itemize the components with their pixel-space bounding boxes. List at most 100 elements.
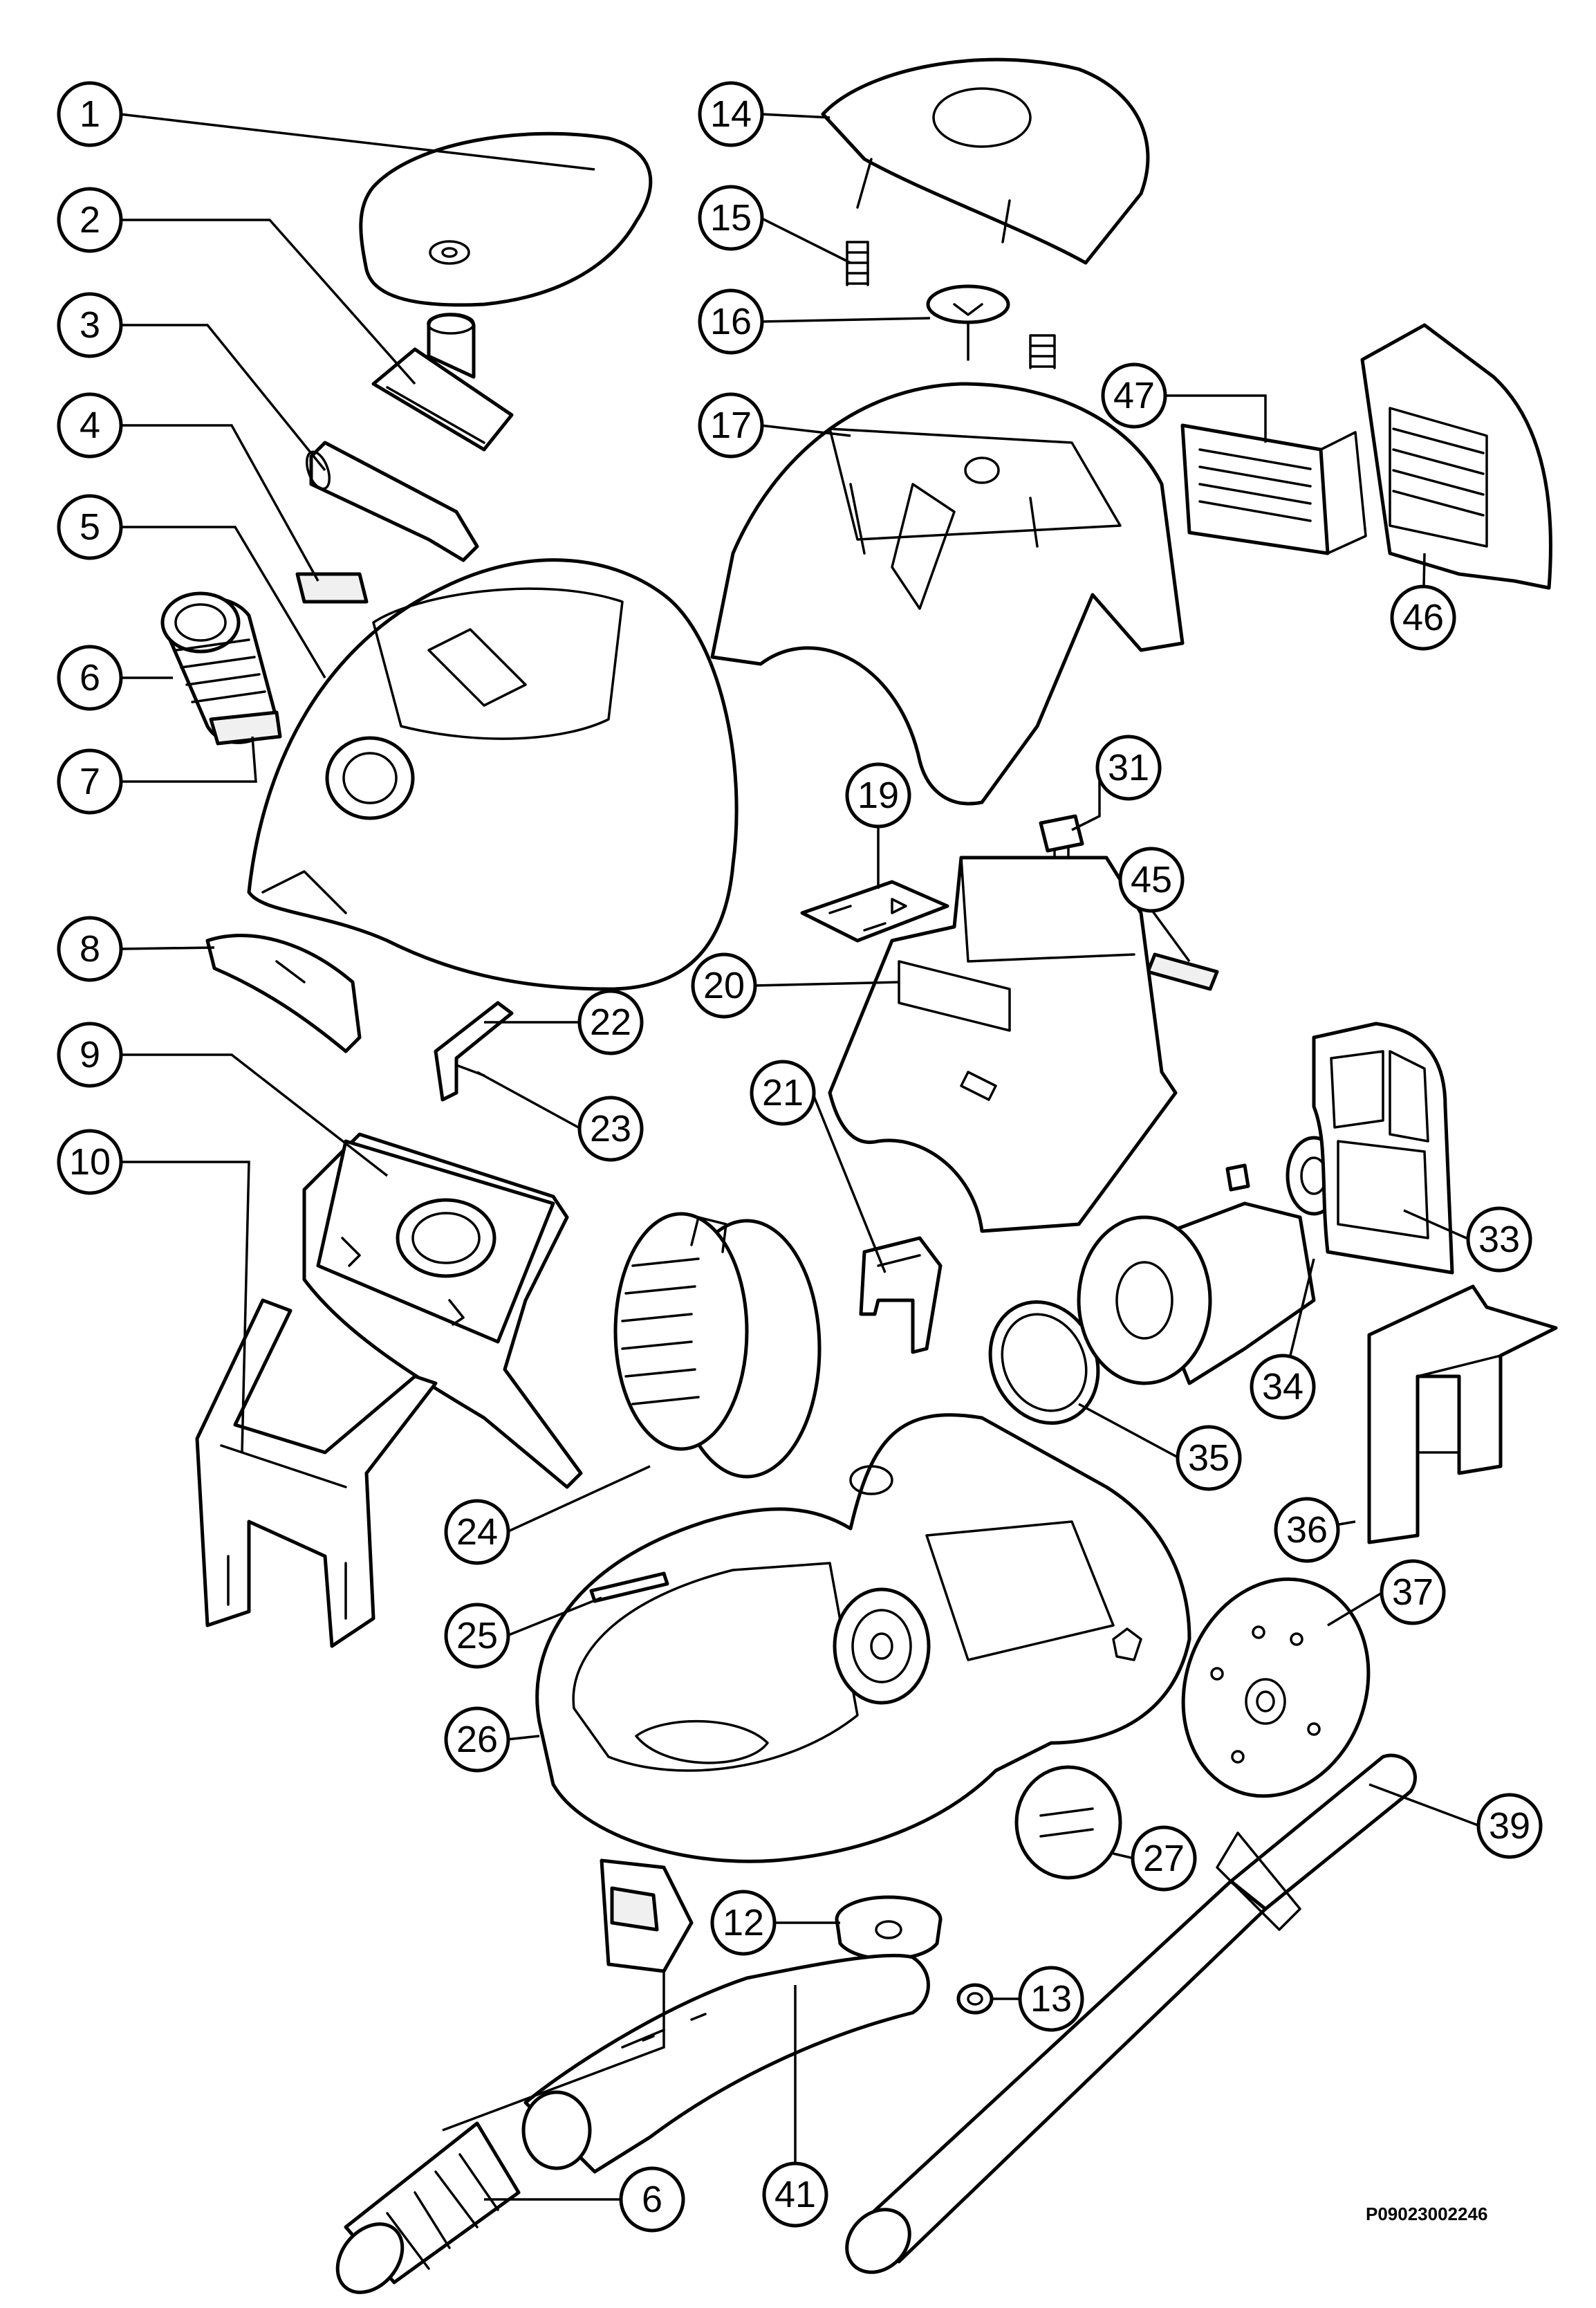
part-33-gasket-frame: [1312, 1022, 1454, 1275]
callout-6-lower-label: 6: [642, 2179, 662, 2220]
callout-12-label: 12: [723, 1902, 764, 1944]
callout-19: 19: [845, 762, 911, 829]
callout-39: 39: [1476, 1793, 1543, 1859]
part-6-flexible-hose: [335, 2121, 521, 2294]
reference-code: P09023002246: [1366, 2204, 1487, 2224]
callout-23: 23: [577, 1096, 644, 1162]
part-12-front-wheel: [835, 1895, 943, 1961]
callout-26-label: 26: [456, 1719, 498, 1760]
part-2-nozzle: [371, 313, 514, 452]
part-5-main-cover: [247, 558, 739, 991]
callout-41-label: 41: [774, 2174, 816, 2215]
callout-35: 35: [1176, 1425, 1242, 1491]
callout-16-label: 16: [710, 301, 752, 342]
callout-14: 14: [698, 81, 764, 147]
callout-10: 10: [57, 1129, 123, 1195]
part-46-filter-grille: [1360, 323, 1552, 590]
callout-24: 24: [444, 1499, 510, 1565]
callout-12: 12: [710, 1890, 777, 1956]
part-14-grip-cover: [821, 57, 1150, 265]
callout-25-label: 25: [456, 1615, 498, 1656]
part-3-crevice-tool: [305, 441, 479, 562]
part-16-button: [926, 284, 1056, 369]
callout-36-label: 36: [1286, 1509, 1328, 1551]
callout-45-label: 45: [1131, 859, 1172, 901]
callout-6-upper: 6: [57, 645, 123, 711]
callout-17-label: 17: [710, 405, 752, 446]
callout-15: 15: [698, 185, 764, 251]
callout-24-label: 24: [456, 1511, 498, 1553]
callout-22: 22: [577, 989, 644, 1055]
callout-6-label: 6: [80, 657, 100, 699]
part-24-cord-reel: [613, 1212, 822, 1479]
callout-5: 5: [57, 494, 123, 560]
callout-10-label: 10: [69, 1141, 111, 1183]
callout-21: 21: [750, 1060, 816, 1126]
callout-16: 16: [698, 288, 764, 355]
callout-1: 1: [57, 81, 123, 147]
callout-37-label: 37: [1392, 1571, 1433, 1613]
callout-21-label: 21: [762, 1072, 804, 1114]
callout-39-label: 39: [1489, 1805, 1530, 1847]
callout-27-label: 27: [1143, 1838, 1185, 1879]
part-34-motor: [1077, 1136, 1342, 1385]
callout-15-label: 15: [710, 197, 752, 239]
part-20-motor-housing: [828, 856, 1178, 1233]
callout-47-label: 47: [1113, 375, 1155, 416]
callout-37: 37: [1380, 1559, 1446, 1625]
part-47-filter: [1180, 423, 1367, 555]
callout-5-label: 5: [80, 506, 100, 548]
callout-34-label: 34: [1262, 1366, 1303, 1407]
callout-17: 17: [698, 392, 764, 459]
part-4-filter-pad: [295, 572, 369, 604]
callout-33-label: 33: [1478, 1219, 1520, 1260]
callout-2: 2: [57, 187, 123, 253]
callout-9: 9: [57, 1022, 123, 1088]
callout-22-label: 22: [590, 1001, 631, 1043]
part-hose-connector: [600, 1858, 694, 1973]
callout-2-label: 2: [80, 199, 100, 241]
part-13-nut: [956, 1983, 994, 2015]
callout-47: 47: [1101, 362, 1167, 429]
callout-4-label: 4: [80, 405, 100, 446]
callout-14-label: 14: [710, 93, 752, 135]
part-1-lid: [359, 131, 653, 307]
callout-27: 27: [1131, 1825, 1197, 1892]
callout-41: 41: [762, 2161, 828, 2228]
part-15-spring: [846, 241, 869, 286]
callout-1-label: 1: [80, 93, 100, 135]
callout-31: 31: [1095, 735, 1162, 801]
part-25-rod: [589, 1571, 669, 1603]
callout-46: 46: [1390, 584, 1456, 651]
part-7-hose-ring: [209, 710, 282, 746]
callout-46-label: 46: [1402, 597, 1444, 638]
callout-6-lower: 6: [619, 2166, 685, 2233]
callout-23-label: 23: [590, 1108, 631, 1150]
callout-8: 8: [57, 916, 123, 982]
leader-lines: [119, 113, 1481, 2201]
callout-19-label: 19: [857, 775, 899, 816]
callout-4: 4: [57, 392, 123, 459]
part-27-cap: [1014, 1765, 1122, 1880]
callout-9-label: 9: [80, 1034, 100, 1075]
part-41-hose-handle: [521, 1953, 930, 2174]
callout-13-label: 13: [1030, 1978, 1072, 2020]
callout-7: 7: [57, 748, 123, 815]
callout-34: 34: [1250, 1354, 1316, 1420]
part-17-upper-housing: [710, 382, 1185, 806]
part-19-circuit-board: [800, 880, 949, 943]
part-21-bracket: [859, 1236, 943, 1354]
callout-3-label: 3: [80, 304, 100, 346]
callout-3: 3: [57, 292, 123, 358]
callout-31-label: 31: [1108, 747, 1149, 788]
callout-20: 20: [691, 952, 757, 1019]
callout-13: 13: [1018, 1966, 1084, 2032]
callout-26: 26: [444, 1706, 510, 1773]
callout-25: 25: [444, 1603, 510, 1669]
callout-36: 36: [1274, 1497, 1340, 1563]
part-37-wheel: [1181, 1577, 1371, 1798]
callout-20-label: 20: [703, 965, 745, 1006]
callout-8-label: 8: [80, 928, 100, 970]
part-45-foam-strip: [1146, 952, 1219, 991]
